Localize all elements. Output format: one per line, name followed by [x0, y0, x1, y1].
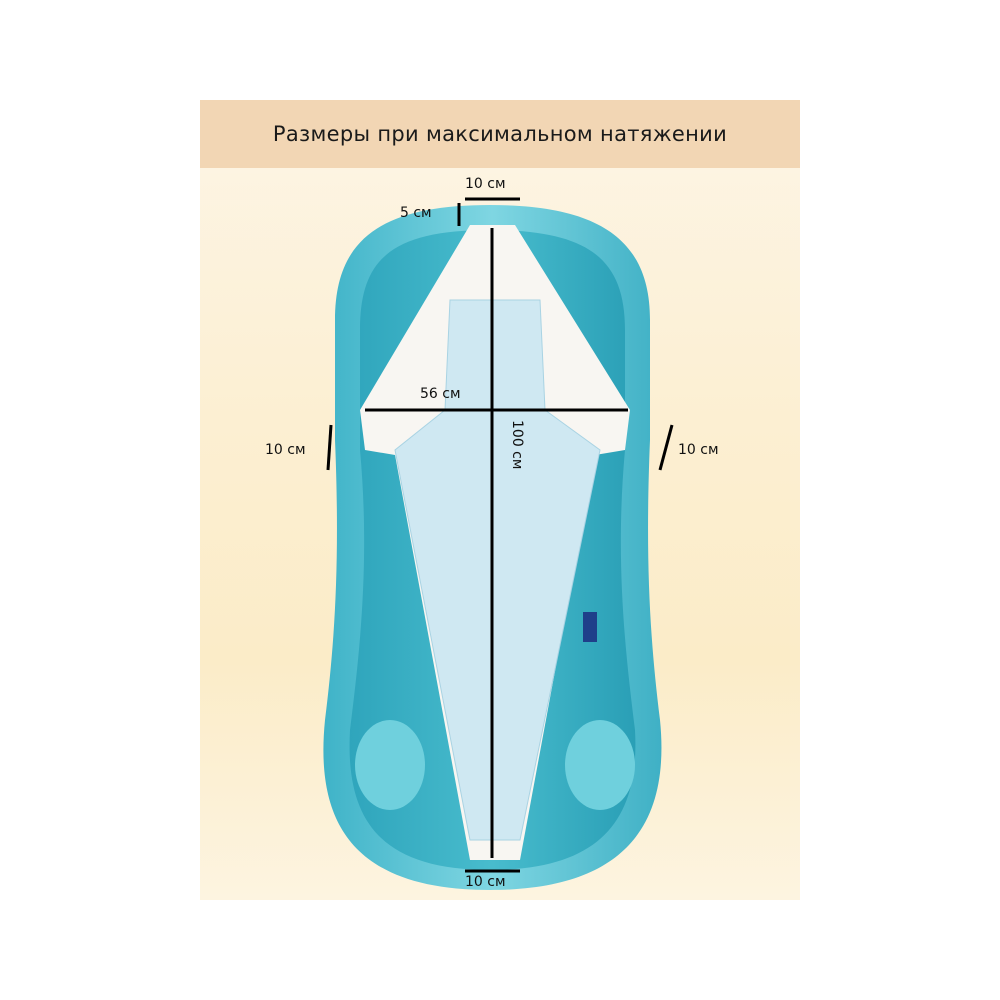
length-label: 100 см	[509, 420, 525, 470]
top-depth-label: 5 см	[400, 205, 432, 221]
left-side-label: 10 см	[265, 442, 306, 458]
sling-mesh	[394, 299, 601, 841]
page-title: Размеры при максимальном натяжении	[200, 100, 800, 168]
top-width-label: 10 см	[465, 176, 506, 192]
width-label: 56 см	[420, 386, 461, 402]
bottom-width-label: 10 см	[465, 874, 506, 890]
tub-label	[583, 612, 597, 642]
left-armrest	[355, 720, 425, 810]
right-side-label: 10 см	[678, 442, 719, 458]
right-armrest	[565, 720, 635, 810]
right-side-line	[658, 424, 674, 471]
left-side-line	[326, 424, 333, 471]
